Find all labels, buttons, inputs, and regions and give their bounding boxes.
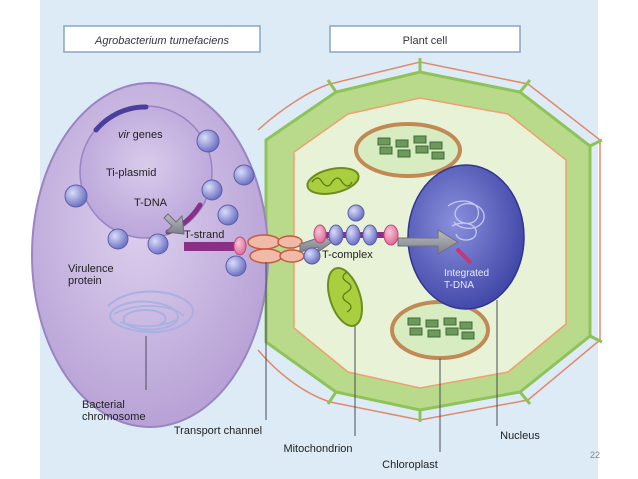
plant-chromatin xyxy=(447,200,485,241)
mitochondrion-top xyxy=(306,167,360,195)
header-plant-cell-box: Plant cell xyxy=(329,25,521,53)
header-bacterium-label: Agrobacterium tumefaciens xyxy=(94,35,229,47)
bacterial-chromosome-label-line2: chromosome xyxy=(82,411,146,423)
bacterial-chromosome xyxy=(107,290,194,334)
vir-genes-region xyxy=(93,104,149,133)
nucleus-label: Nucleus xyxy=(500,430,540,442)
integrated-t-dna-mark xyxy=(456,248,472,264)
nuclear-import-arrow xyxy=(397,229,459,255)
t-strand-label: T-strand xyxy=(184,229,224,241)
header-plant-cell-label: Plant cell xyxy=(403,35,448,47)
chloroplast-label: Chloroplast xyxy=(382,459,438,471)
nucleus xyxy=(407,164,525,310)
excision-arrow xyxy=(163,213,185,235)
t-complex-label: T-complex xyxy=(322,249,373,261)
t-strand xyxy=(184,236,247,256)
callout-lines xyxy=(145,262,498,452)
virulence-label-line1: Virulence xyxy=(68,263,114,275)
integrated-label-line1: Integrated xyxy=(444,268,489,279)
mitochondrion-bottom xyxy=(326,267,364,327)
chloroplast-top xyxy=(354,122,462,178)
protein-ball xyxy=(347,204,365,222)
ti-plasmid-label: Ti-plasmid xyxy=(106,167,156,179)
chloroplast-bottom xyxy=(390,300,490,360)
virulence-label-line2: protein xyxy=(68,275,102,287)
vir-genes-label: vir genes xyxy=(118,129,163,141)
header-bacterium-box: Agrobacterium tumefaciens xyxy=(63,25,261,53)
mitochondrion-label: Mitochondrion xyxy=(283,443,352,455)
slide-page-number: 22 xyxy=(590,450,600,460)
t-complex xyxy=(303,224,399,265)
transport-channel-label: Transport channel xyxy=(174,425,262,437)
bacterial-chromosome-label-line1: Bacterial xyxy=(82,399,125,411)
transport-channel xyxy=(247,234,305,264)
wall-spikes xyxy=(326,58,603,422)
t-dna-label: T-DNA xyxy=(134,197,168,209)
virulence-protein-balls xyxy=(64,129,255,277)
plant-cell-outer-membrane xyxy=(257,61,601,421)
integrated-label-line2: T-DNA xyxy=(444,280,474,291)
